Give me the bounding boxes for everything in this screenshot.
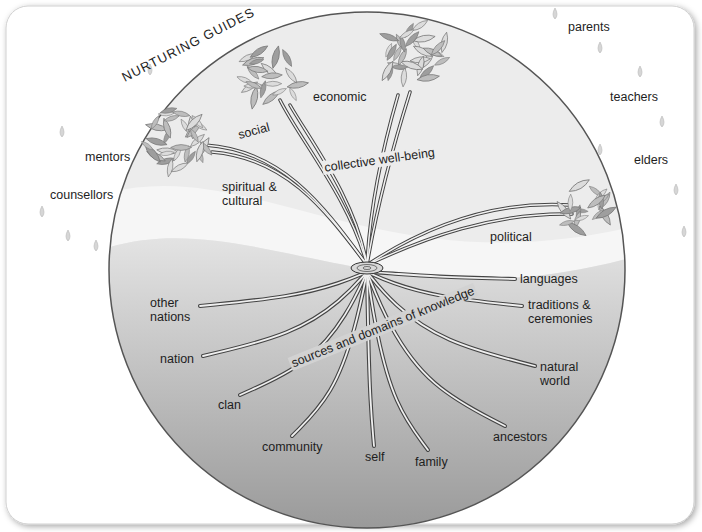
leaves	[140, 18, 617, 238]
raindrop	[60, 126, 64, 137]
raindrop	[40, 206, 44, 217]
leaf	[280, 48, 294, 67]
leaf	[184, 112, 205, 133]
leaf	[245, 79, 262, 90]
leaf	[249, 58, 265, 66]
tree-label: community	[262, 440, 322, 454]
leaf	[247, 65, 269, 74]
leaf	[159, 150, 175, 156]
root-line	[367, 272, 515, 279]
leaf	[586, 193, 607, 211]
leaf	[574, 214, 589, 222]
leaf	[398, 28, 415, 41]
root-line	[200, 272, 367, 306]
tree-label: teachers	[610, 90, 658, 104]
branch-line	[290, 105, 367, 265]
leaf	[163, 114, 179, 123]
branch-line	[367, 92, 410, 265]
leaf	[429, 39, 446, 57]
tree-label: political	[490, 230, 532, 244]
tree-label: self	[365, 450, 384, 464]
tree-label: nation	[160, 352, 194, 366]
leaf	[288, 87, 298, 102]
circle-outline	[109, 12, 625, 528]
tree-label: spiritual & cultural	[222, 180, 284, 209]
trunk	[351, 262, 383, 274]
tree-label: social	[237, 120, 272, 142]
leaf	[400, 67, 407, 87]
raindrop	[638, 66, 642, 77]
lower-ground	[100, 238, 640, 532]
leaf	[194, 140, 206, 162]
root-line	[367, 272, 515, 279]
trunk-ring	[357, 265, 377, 272]
branch-line	[367, 214, 572, 265]
leaf	[189, 128, 200, 143]
leaf	[433, 55, 450, 67]
tree-label: natural world	[540, 360, 592, 389]
leaf	[283, 66, 299, 84]
trunk-ring	[363, 267, 371, 270]
branches	[205, 92, 572, 265]
leaf	[140, 140, 154, 152]
leaf	[595, 204, 618, 221]
trunk-ring	[351, 262, 383, 274]
leaf	[379, 31, 400, 43]
raindrop	[66, 230, 70, 241]
raindrop	[682, 226, 686, 237]
leaf	[379, 60, 395, 82]
branch-line	[290, 105, 367, 265]
tree-label: NURTURING GUIDES	[120, 5, 258, 85]
leaf	[249, 43, 270, 59]
leaf	[391, 65, 408, 70]
leaf	[264, 81, 282, 86]
leaf	[568, 177, 591, 194]
tree-label: family	[415, 455, 448, 469]
raindrop	[598, 144, 602, 155]
tree-label: mentors	[85, 150, 130, 164]
leaf	[149, 115, 160, 131]
tree-label: other nations	[150, 296, 200, 325]
raindrop	[553, 8, 557, 19]
tree-label: sources and domains of knowledge	[288, 283, 479, 371]
tree-label: ancestors	[493, 430, 547, 444]
circle-ground	[100, 0, 640, 532]
tree-label: elders	[634, 153, 668, 167]
raindrop	[598, 42, 602, 53]
raindrops	[40, 8, 686, 251]
leaf	[170, 161, 189, 174]
raindrop	[660, 116, 664, 127]
leaf	[270, 45, 282, 69]
leaf	[171, 145, 192, 151]
leaf	[568, 194, 573, 211]
branch-line	[367, 214, 572, 265]
raindrop	[94, 240, 98, 251]
branch-line	[280, 100, 367, 265]
tree-label: languages	[520, 272, 578, 286]
branch-line	[367, 92, 410, 265]
leaf	[166, 158, 175, 177]
tree-label: parents	[568, 20, 610, 34]
root-line	[200, 272, 367, 306]
leaf	[559, 219, 575, 227]
tree-label: economic	[313, 90, 367, 104]
leaf	[287, 80, 310, 90]
branch-line	[367, 204, 570, 265]
leaf	[272, 87, 288, 97]
tree-label: traditions & ceremonies	[528, 298, 610, 327]
leaf	[261, 72, 282, 80]
roots	[200, 272, 535, 450]
root-line	[367, 272, 428, 450]
leaf	[417, 73, 440, 83]
tree-label: counsellors	[50, 188, 113, 202]
raindrop	[674, 184, 678, 195]
tree-label: clan	[218, 398, 241, 412]
leaf	[249, 86, 260, 110]
tree-label: collective well-being	[322, 145, 438, 175]
